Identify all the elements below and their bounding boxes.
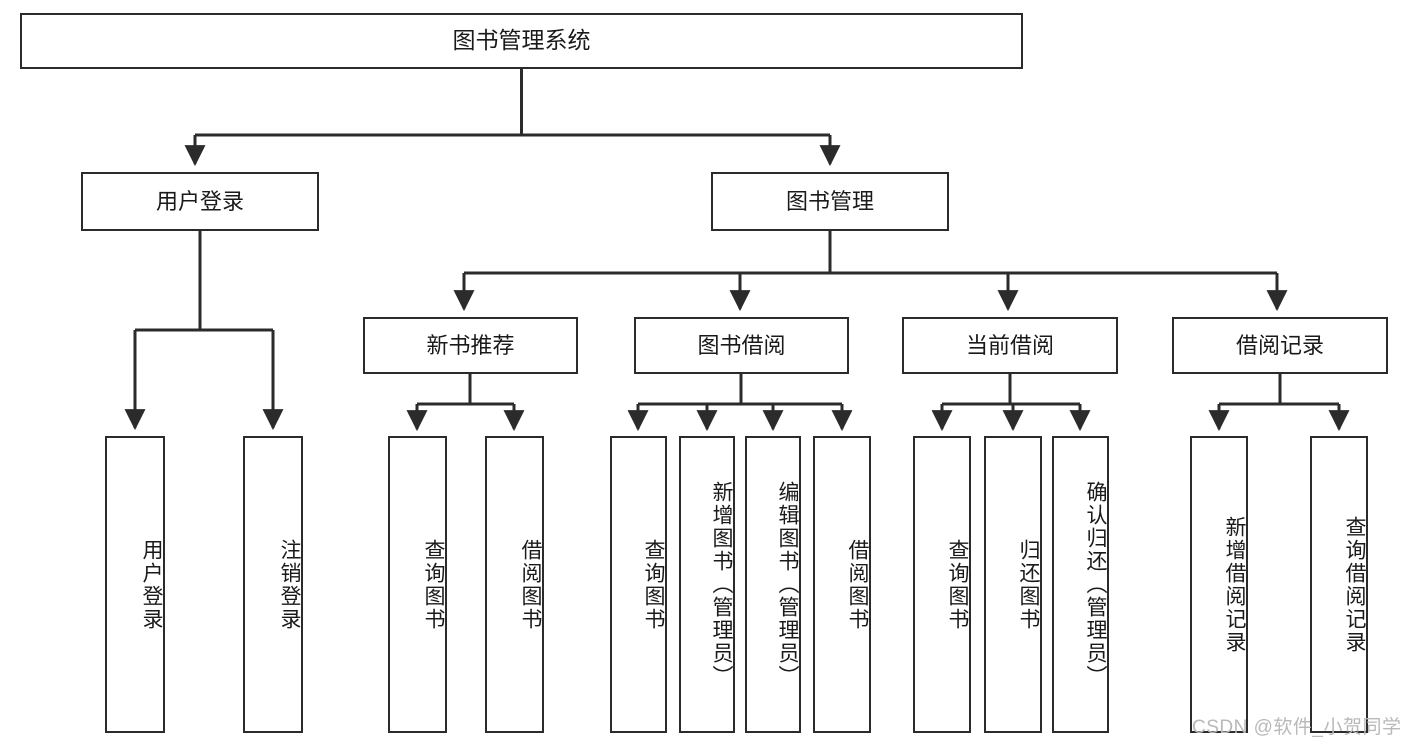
node-current-borrow[interactable]: 当前借阅 — [902, 317, 1118, 374]
node-book-management-label: 图书管理 — [785, 188, 874, 214]
leaf-return-book[interactable]: 归还图书 — [984, 436, 1042, 733]
leaf-confirm-return-admin-label: 确认归还（管理员） — [1084, 481, 1107, 688]
node-new-book-recommend[interactable]: 新书推荐 — [363, 317, 578, 374]
leaf-borrow-query[interactable]: 查询图书 — [610, 436, 667, 733]
leaf-borrow-query-label: 查询图书 — [642, 538, 665, 631]
leaf-borrow-book-label: 借阅图书 — [846, 538, 869, 631]
leaf-user-login-label: 用户登录 — [140, 538, 163, 631]
node-borrow-records[interactable]: 借阅记录 — [1172, 317, 1388, 374]
leaf-current-query[interactable]: 查询图书 — [913, 436, 971, 733]
leaf-query-borrow-record-label: 查询借阅记录 — [1343, 515, 1366, 654]
leaf-logout-label: 注销登录 — [278, 538, 301, 631]
leaf-add-book-admin-label: 新增图书（管理员） — [710, 481, 733, 688]
node-user-login-label: 用户登录 — [155, 188, 244, 214]
leaf-new-book-borrow-label: 借阅图书 — [519, 538, 542, 631]
node-borrow-records-label: 借阅记录 — [1235, 332, 1324, 358]
leaf-borrow-book[interactable]: 借阅图书 — [813, 436, 871, 733]
leaf-logout[interactable]: 注销登录 — [243, 436, 303, 733]
node-root-label: 图书管理系统 — [452, 27, 591, 54]
node-user-login[interactable]: 用户登录 — [81, 172, 319, 231]
leaf-confirm-return-admin[interactable]: 确认归还（管理员） — [1052, 436, 1109, 733]
leaf-current-query-label: 查询图书 — [946, 538, 969, 631]
node-current-borrow-label: 当前借阅 — [965, 332, 1054, 358]
leaf-add-borrow-record-label: 新增借阅记录 — [1223, 515, 1246, 654]
leaf-return-book-label: 归还图书 — [1017, 538, 1040, 631]
leaf-new-book-query[interactable]: 查询图书 — [388, 436, 447, 733]
csdn-watermark: CSDN @软件_小贺同学 — [1192, 717, 1402, 738]
leaf-user-login[interactable]: 用户登录 — [105, 436, 165, 733]
leaf-new-book-query-label: 查询图书 — [422, 538, 445, 631]
leaf-add-book-admin[interactable]: 新增图书（管理员） — [679, 436, 735, 733]
node-new-book-recommend-label: 新书推荐 — [426, 332, 515, 358]
node-book-borrow[interactable]: 图书借阅 — [634, 317, 849, 374]
leaf-edit-book-admin[interactable]: 编辑图书（管理员） — [745, 436, 801, 733]
leaf-query-borrow-record[interactable]: 查询借阅记录 — [1310, 436, 1368, 733]
node-book-borrow-label: 图书借阅 — [697, 332, 786, 358]
node-root[interactable]: 图书管理系统 — [20, 13, 1023, 69]
leaf-new-book-borrow[interactable]: 借阅图书 — [485, 436, 544, 733]
leaf-edit-book-admin-label: 编辑图书（管理员） — [776, 481, 799, 688]
leaf-add-borrow-record[interactable]: 新增借阅记录 — [1190, 436, 1248, 733]
node-book-management[interactable]: 图书管理 — [711, 172, 949, 231]
